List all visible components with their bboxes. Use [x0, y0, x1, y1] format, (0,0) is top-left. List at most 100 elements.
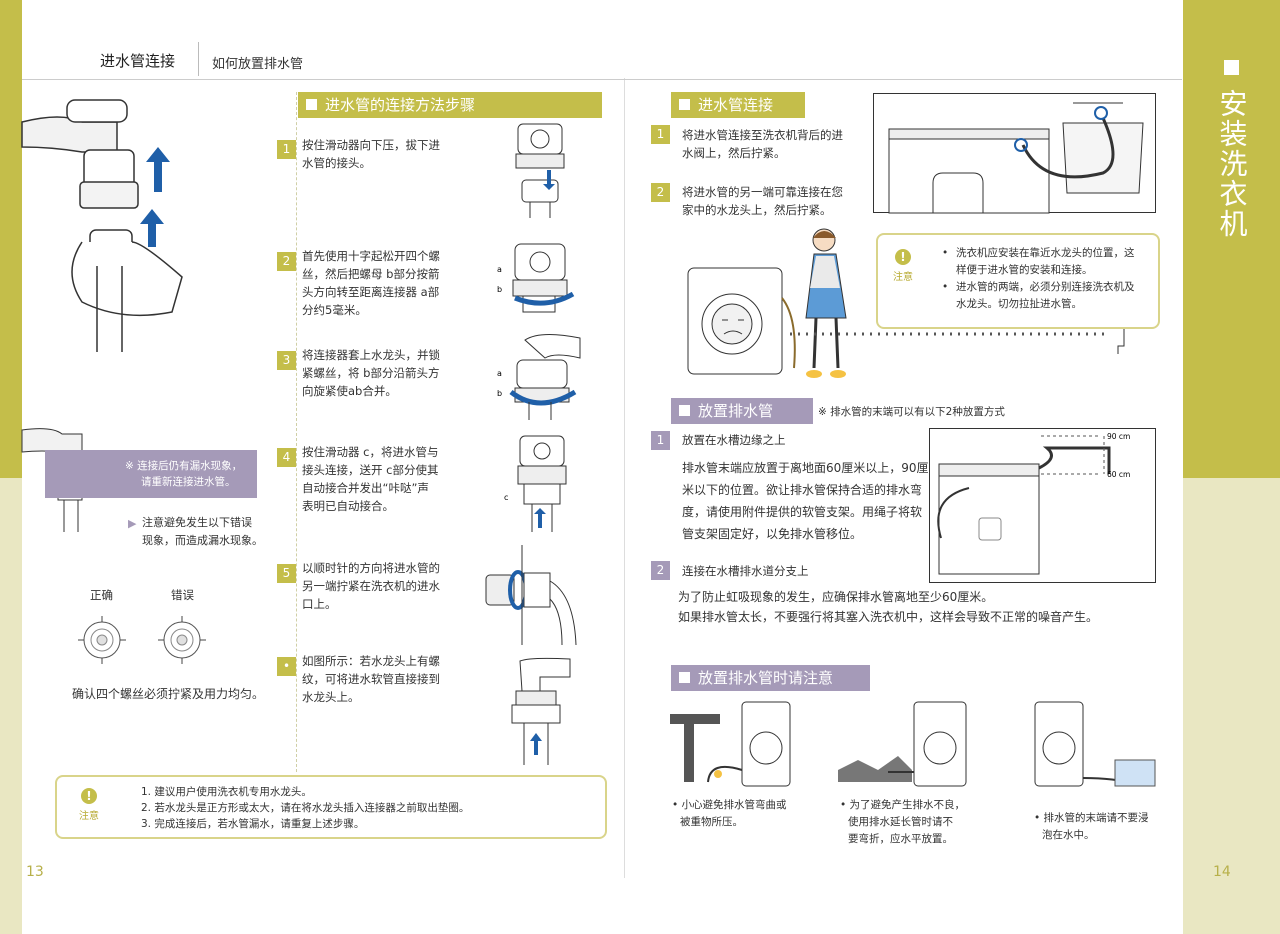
- step-bullet-text: 如图所示：若水龙头上有螺 纹，可将进水软管直接接到 水龙头上。: [302, 652, 440, 706]
- square-icon: [306, 99, 317, 110]
- step-5-line: 另一端拧紧在洗衣机的进水: [302, 579, 440, 593]
- left-margin-band-light: [0, 478, 22, 934]
- inlet-step-1-text: 将进水管连接至洗衣机背后的进 水阀上，然后拧紧。: [682, 126, 843, 162]
- extension-hose-illustration: [838, 701, 967, 787]
- section-heading-left: 进水管的连接方法步骤: [298, 92, 602, 118]
- label-c: c: [504, 493, 508, 502]
- caution-item-line: 进水管的两端，必须分别连接洗衣机及: [956, 281, 1135, 293]
- step-bullet: •: [277, 657, 296, 676]
- drain-note: ※ 排水管的末端可以有以下2种放置方式: [818, 406, 1005, 418]
- precaution-3: • 排水管的末端请不要浸 泡在水中。: [1034, 810, 1149, 844]
- drain-step-2-title: 连接在水槽排水道分支上: [682, 564, 809, 578]
- step-3-text: 将连接器套上水龙头，并锁 紧螺丝，将 b部分沿箭头方 向旋紧使ab合并。: [302, 346, 440, 400]
- section-heading-drain-text: 放置排水管: [698, 402, 774, 420]
- step-5-text: 以顺时针的方向将进水管的 另一端拧紧在洗衣机的进水 口上。: [302, 559, 440, 613]
- section-heading-precautions-text: 放置排水管时请注意: [698, 669, 834, 687]
- label-b: b: [497, 389, 502, 398]
- step-1-line: 按住滑动器向下压，拔下进: [302, 138, 440, 152]
- submerged-hose-illustration: [1034, 701, 1156, 787]
- square-icon: [679, 405, 690, 416]
- caution-item: 3. 完成连接后，若水管漏水，请重复上述步骤。: [141, 818, 365, 830]
- section-heading-precautions: 放置排水管时请注意: [671, 665, 870, 691]
- caution-box-inlet: ! 注意 • 洗衣机应安装在靠近水龙头的位置，这 样便于进水管的安装和连接。 •…: [876, 233, 1160, 329]
- step-4-line: 表明已自动接合。: [302, 499, 394, 513]
- dotted-connection-line: [790, 325, 1125, 354]
- section-heading-inlet: 进水管连接: [671, 92, 805, 118]
- leak-note-line-1: ※ 连接后仍有漏水现象，: [125, 460, 243, 472]
- precaution-line: 被重物所压。: [680, 816, 743, 828]
- right-margin-band-light: [1183, 478, 1280, 934]
- drain-step-1-line: 排水管末端应放置于离地面60厘米以上，90厘: [682, 461, 929, 475]
- square-icon: [679, 672, 690, 683]
- step-bullet-line: 纹，可将进水软管直接接到: [302, 672, 440, 686]
- step-2-text: 首先使用十字起松开四个螺 丝，然后把螺母 b部分按箭 头方向转至距离连接器 a部…: [302, 247, 440, 319]
- step-2-line: 丝，然后把螺母 b部分按箭: [302, 267, 440, 281]
- step-1-diagram: [515, 123, 565, 218]
- caution-item-line: 水龙头。切勿拉扯进水管。: [956, 298, 1082, 310]
- caution-label: 注意: [79, 811, 99, 822]
- step-1-text: 按住滑动器向下压，拔下进 水管的接头。: [302, 136, 440, 172]
- precaution-1: • 小心避免排水管弯曲或 被重物所压。: [672, 797, 787, 831]
- step-number-3: 3: [277, 351, 296, 370]
- drain-step-1-line: 度，请使用附件提供的软管支架。用绳子将软: [682, 505, 923, 519]
- inlet-step-1-line: 将进水管连接至洗衣机背后的进: [682, 128, 843, 142]
- correct-screw-diagram: [78, 616, 126, 664]
- section-heading-drain: 放置排水管: [671, 398, 813, 424]
- inlet-step-2-line: 家中的水龙头上，然后拧紧。: [682, 203, 832, 217]
- step-bullet-line: 如图所示：若水龙头上有螺: [302, 654, 440, 668]
- step-2-line: 首先使用十字起松开四个螺: [302, 249, 440, 263]
- drain-height-illustration: 90 cm 60 cm: [929, 428, 1156, 583]
- page-spine: [624, 78, 625, 878]
- leak-note-line-2: 请重新连接进水管。: [141, 476, 236, 488]
- caution-label: 注意: [893, 272, 913, 283]
- caution-item: 1. 建议用户使用洗衣机专用水龙头。: [141, 786, 312, 798]
- exclamation-icon: !: [895, 249, 911, 265]
- step-number-1: 1: [277, 140, 296, 159]
- precaution-line: • 小心避免排水管弯曲或: [672, 799, 787, 811]
- step-4-text: 按住滑动器 c，将进水管与 接头连接，送开 c部分使其 自动接合并发出“咔哒”声…: [302, 443, 438, 515]
- step-3-line: 向旋紧使ab合并。: [302, 384, 397, 398]
- inlet-step-number-1: 1: [651, 125, 670, 144]
- label-b: b: [497, 285, 502, 294]
- caution-item: • 洗衣机应安装在靠近水龙头的位置，这 样便于进水管的安装和连接。: [942, 245, 1147, 279]
- step-3-line: 将连接器套上水龙头，并锁: [302, 348, 440, 362]
- inlet-step-2-line: 将进水管的另一端可靠连接在您: [682, 185, 843, 199]
- wrong-label: 错误: [171, 588, 194, 602]
- drain-step-1-title: 放置在水槽边缘之上: [682, 433, 786, 447]
- step-4-line: 自动接合并发出“咔哒”声: [302, 481, 429, 495]
- drain-step-1-text: 排水管末端应放置于离地面60厘米以上，90厘 米以下的位置。欲让排水管保持合适的…: [682, 457, 929, 545]
- screw-position-diagrams: [78, 616, 206, 664]
- caution-item-line: 样便于进水管的安装和连接。: [956, 264, 1093, 276]
- faucet-connection-illustration: [21, 99, 183, 352]
- header-rule: [22, 79, 1182, 80]
- drain-step-number-1: 1: [651, 431, 670, 450]
- dim-60cm: 60 cm: [1107, 470, 1130, 479]
- square-icon: [679, 99, 690, 110]
- drain-step-2-text: 为了防止虹吸现象的发生，应确保排水管离地至少60厘米。 如果排水管太长，不要强行…: [678, 587, 1098, 627]
- step-2-line: 分约5毫米。: [302, 303, 367, 317]
- step-5-diagram: [485, 545, 577, 646]
- woman-washing-machine-illustration: [687, 228, 847, 378]
- caution-item: • 进水管的两端，必须分别连接洗衣机及 水龙头。切勿拉扯进水管。: [942, 279, 1147, 313]
- attention-note: ▶ 注意避免发生以下错误 现象，而造成漏水现象。: [128, 514, 263, 550]
- square-icon: [1224, 60, 1239, 75]
- step-2-diagram: a b: [497, 243, 575, 313]
- column-divider: [296, 92, 297, 772]
- inlet-step-2-text: 将进水管的另一端可靠连接在您 家中的水龙头上，然后拧紧。: [682, 183, 843, 219]
- precaution-line: 要弯折，应水平放置。: [848, 833, 953, 845]
- triangle-right-icon: ▶: [128, 517, 137, 530]
- step-number-4: 4: [277, 448, 296, 467]
- section-heading-left-text: 进水管的连接方法步骤: [325, 96, 476, 114]
- header-separator: [198, 42, 199, 76]
- step-5-line: 以顺时针的方向将进水管的: [302, 561, 440, 575]
- screw-note: 确认四个螺丝必须拧紧及用力均匀。: [72, 687, 265, 701]
- step-3-line: 紧螺丝，将 b部分沿箭头方: [302, 366, 440, 380]
- side-title: 安装洗衣机: [1183, 60, 1280, 239]
- page-number-right: 14: [1213, 864, 1231, 880]
- drain-step-number-2: 2: [651, 561, 670, 580]
- precaution-line: 泡在水中。: [1042, 829, 1095, 841]
- threaded-faucet-diagram: [511, 657, 571, 765]
- precaution-line: 使用排水延长管时请不: [848, 816, 953, 828]
- wrong-screw-diagram: [158, 616, 206, 664]
- left-margin-band: [0, 0, 22, 478]
